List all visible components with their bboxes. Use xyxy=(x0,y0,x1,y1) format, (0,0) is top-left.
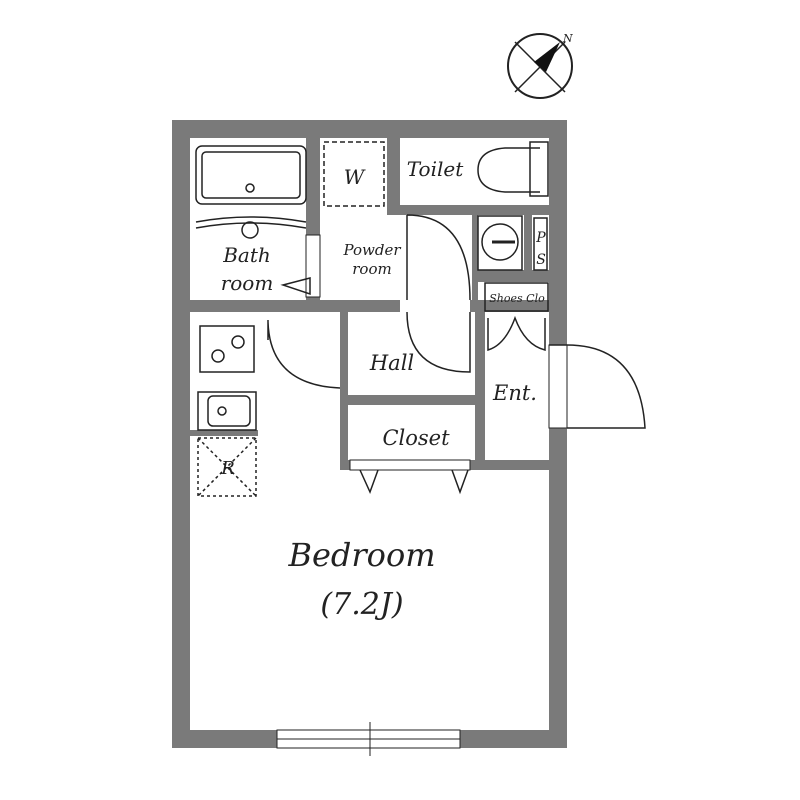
toilet-label: Toilet xyxy=(407,157,464,181)
bath-label-2: room xyxy=(221,271,274,295)
sink-icon xyxy=(477,215,523,271)
compass-icon: N xyxy=(507,32,573,99)
powder-label-2: room xyxy=(352,260,391,278)
bedroom-size: (7.2J) xyxy=(320,587,403,622)
shoes-closet xyxy=(484,282,549,312)
door-swings xyxy=(267,214,646,495)
ps-label-1: P xyxy=(535,230,546,246)
walls xyxy=(172,120,567,748)
bedroom-label: Bedroom xyxy=(287,536,435,574)
bath-label-1: Bath xyxy=(222,243,271,267)
fridge-space-icon xyxy=(197,437,257,497)
toilet-icon xyxy=(477,141,549,197)
bathtub-icon xyxy=(195,145,307,239)
shoes-closet-label: Shoes Clo xyxy=(489,292,545,305)
north-label: N xyxy=(562,32,573,45)
pipe-space xyxy=(533,217,548,271)
openings xyxy=(258,234,568,756)
kitchen-sink-icon xyxy=(197,391,257,431)
washer-label: W xyxy=(344,165,366,189)
powder-label-1: Powder xyxy=(342,241,401,259)
ps-label-2: S xyxy=(536,252,546,268)
fridge-label: R xyxy=(220,458,235,479)
hall-label: Hall xyxy=(369,351,414,375)
washer-space-icon xyxy=(323,141,385,207)
closet-label: Closet xyxy=(382,426,450,450)
entrance-label: Ent. xyxy=(492,381,537,405)
stove-icon xyxy=(199,325,255,373)
